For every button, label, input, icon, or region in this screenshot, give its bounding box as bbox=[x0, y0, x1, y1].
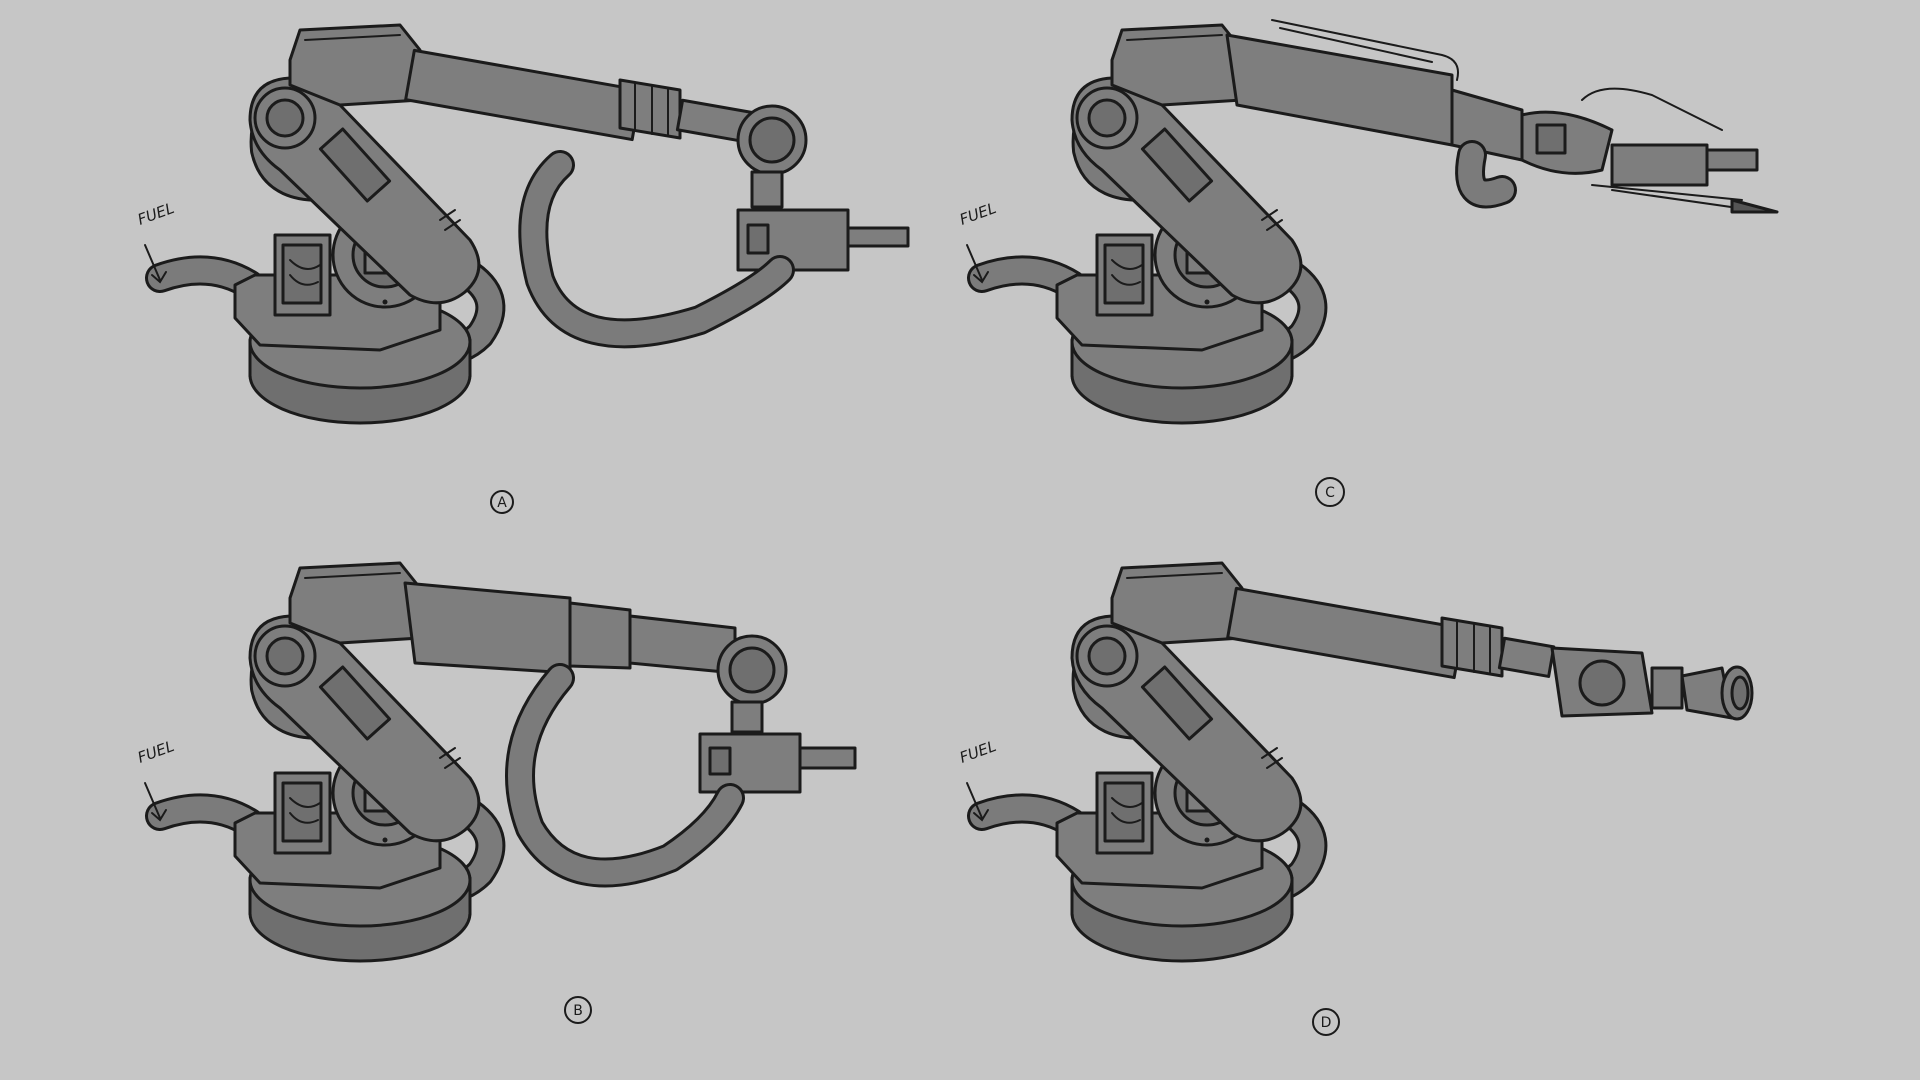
svg-text:A: A bbox=[497, 495, 507, 511]
fuel-label-d: FUEL bbox=[957, 737, 998, 767]
sketch-b: FUEL B bbox=[135, 563, 855, 1024]
fuel-arrow-c-icon bbox=[966, 244, 989, 284]
svg-text:D: D bbox=[1321, 1015, 1332, 1031]
fuel-label-a: FUEL bbox=[135, 199, 176, 229]
sketch-a: FUEL A bbox=[135, 25, 908, 514]
arm-variant-c bbox=[1227, 20, 1777, 212]
fuel-arrow-d-icon bbox=[966, 782, 989, 822]
svg-text:C: C bbox=[1325, 485, 1335, 501]
variant-badge-c: C bbox=[1315, 477, 1345, 507]
svg-text:FUEL: FUEL bbox=[957, 737, 998, 767]
fuel-label-c: FUEL bbox=[957, 199, 998, 229]
variant-badge-d: D bbox=[1312, 1008, 1340, 1036]
fuel-arrow-b-icon bbox=[144, 782, 167, 822]
fuel-label-b: FUEL bbox=[135, 737, 176, 767]
variant-badge-a: A bbox=[490, 490, 514, 514]
variant-badge-b: B bbox=[564, 996, 592, 1024]
sketch-d: FUEL D bbox=[957, 563, 1754, 1036]
sketch-c: FUEL C bbox=[957, 20, 1777, 507]
svg-text:B: B bbox=[573, 1003, 583, 1019]
svg-text:FUEL: FUEL bbox=[135, 737, 176, 767]
svg-text:FUEL: FUEL bbox=[135, 199, 176, 229]
fuel-arrow-a-icon bbox=[144, 244, 167, 284]
svg-text:FUEL: FUEL bbox=[957, 199, 998, 229]
arm-variant-d bbox=[1226, 586, 1754, 721]
